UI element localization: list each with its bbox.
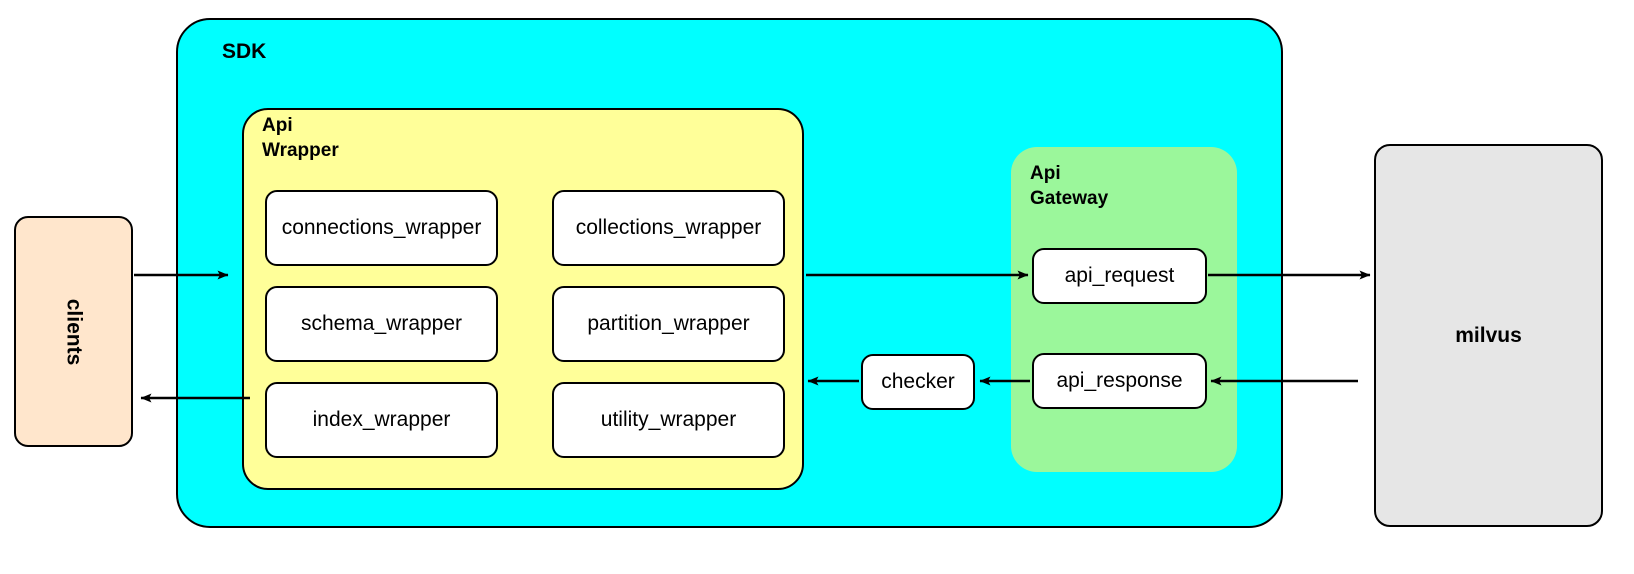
node-index-wrapper[interactable]: index_wrapper [265,382,498,458]
node-collections-wrapper[interactable]: collections_wrapper [552,190,785,266]
clients-label: clients [62,298,86,365]
api-gateway-label: Api Gateway [1030,163,1109,209]
node-utility-wrapper[interactable]: utility_wrapper [552,382,785,458]
node-api-response[interactable]: api_response [1032,353,1207,409]
clients-box[interactable]: clients [14,216,133,447]
api-gateway-container[interactable] [1011,147,1237,472]
milvus-box[interactable]: milvus [1374,144,1603,527]
node-api-request[interactable]: api_request [1032,248,1207,304]
node-partition-wrapper[interactable]: partition_wrapper [552,286,785,362]
node-schema-wrapper[interactable]: schema_wrapper [265,286,498,362]
api-wrapper-label: Api Wrapper [262,115,339,161]
node-connections-wrapper[interactable]: connections_wrapper [265,190,498,266]
node-checker[interactable]: checker [861,354,975,410]
sdk-label: SDK [222,40,267,63]
